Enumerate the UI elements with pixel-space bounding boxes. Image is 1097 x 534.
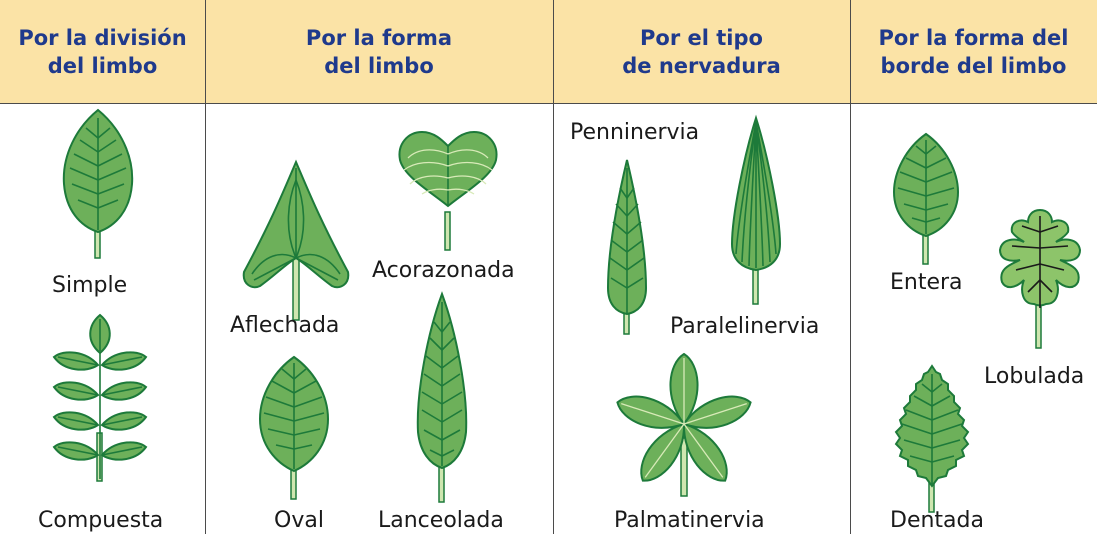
entire-margin-leaf-icon	[892, 132, 960, 265]
header-divider	[0, 103, 1097, 104]
label-compuesta: Compuesta	[38, 508, 164, 533]
label-penninervia: Penninervia	[570, 120, 700, 145]
column-divider	[850, 0, 851, 534]
label-aflechada: Aflechada	[230, 313, 340, 338]
sagittate-leaf-icon	[242, 159, 350, 321]
header-forma: Por la forma del limbo	[205, 0, 553, 104]
label-oval: Oval	[274, 508, 324, 533]
label-acorazonada: Acorazonada	[372, 258, 515, 283]
label-lobulada: Lobulada	[984, 364, 1085, 389]
label-dentada: Dentada	[890, 508, 984, 533]
label-simple: Simple	[52, 273, 128, 298]
column-divider	[205, 0, 206, 534]
dentate-leaf-icon	[894, 364, 970, 513]
lanceolate-leaf-icon	[416, 291, 468, 503]
oval-leaf-icon	[258, 355, 330, 500]
parallel-veined-leaf-icon	[730, 114, 782, 305]
palmate-leaf-icon	[616, 352, 752, 497]
header-division: Por la división del limbo	[0, 0, 205, 104]
compound-leaf-icon	[52, 313, 148, 482]
label-entera: Entera	[890, 270, 963, 295]
simple-leaf-icon	[62, 108, 134, 259]
penninerved-leaf-icon	[606, 159, 648, 335]
header-nervadura: Por el tipo de nervadura	[553, 0, 850, 104]
label-palmatinervia: Palmatinervia	[614, 508, 765, 533]
label-lanceolada: Lanceolada	[378, 508, 504, 533]
label-paralelinervia: Paralelinervia	[670, 314, 820, 339]
header-borde: Por la forma del borde del limbo	[850, 0, 1097, 104]
lobed-leaf-icon	[998, 208, 1082, 349]
column-divider	[553, 0, 554, 534]
cordate-leaf-icon	[398, 130, 498, 251]
